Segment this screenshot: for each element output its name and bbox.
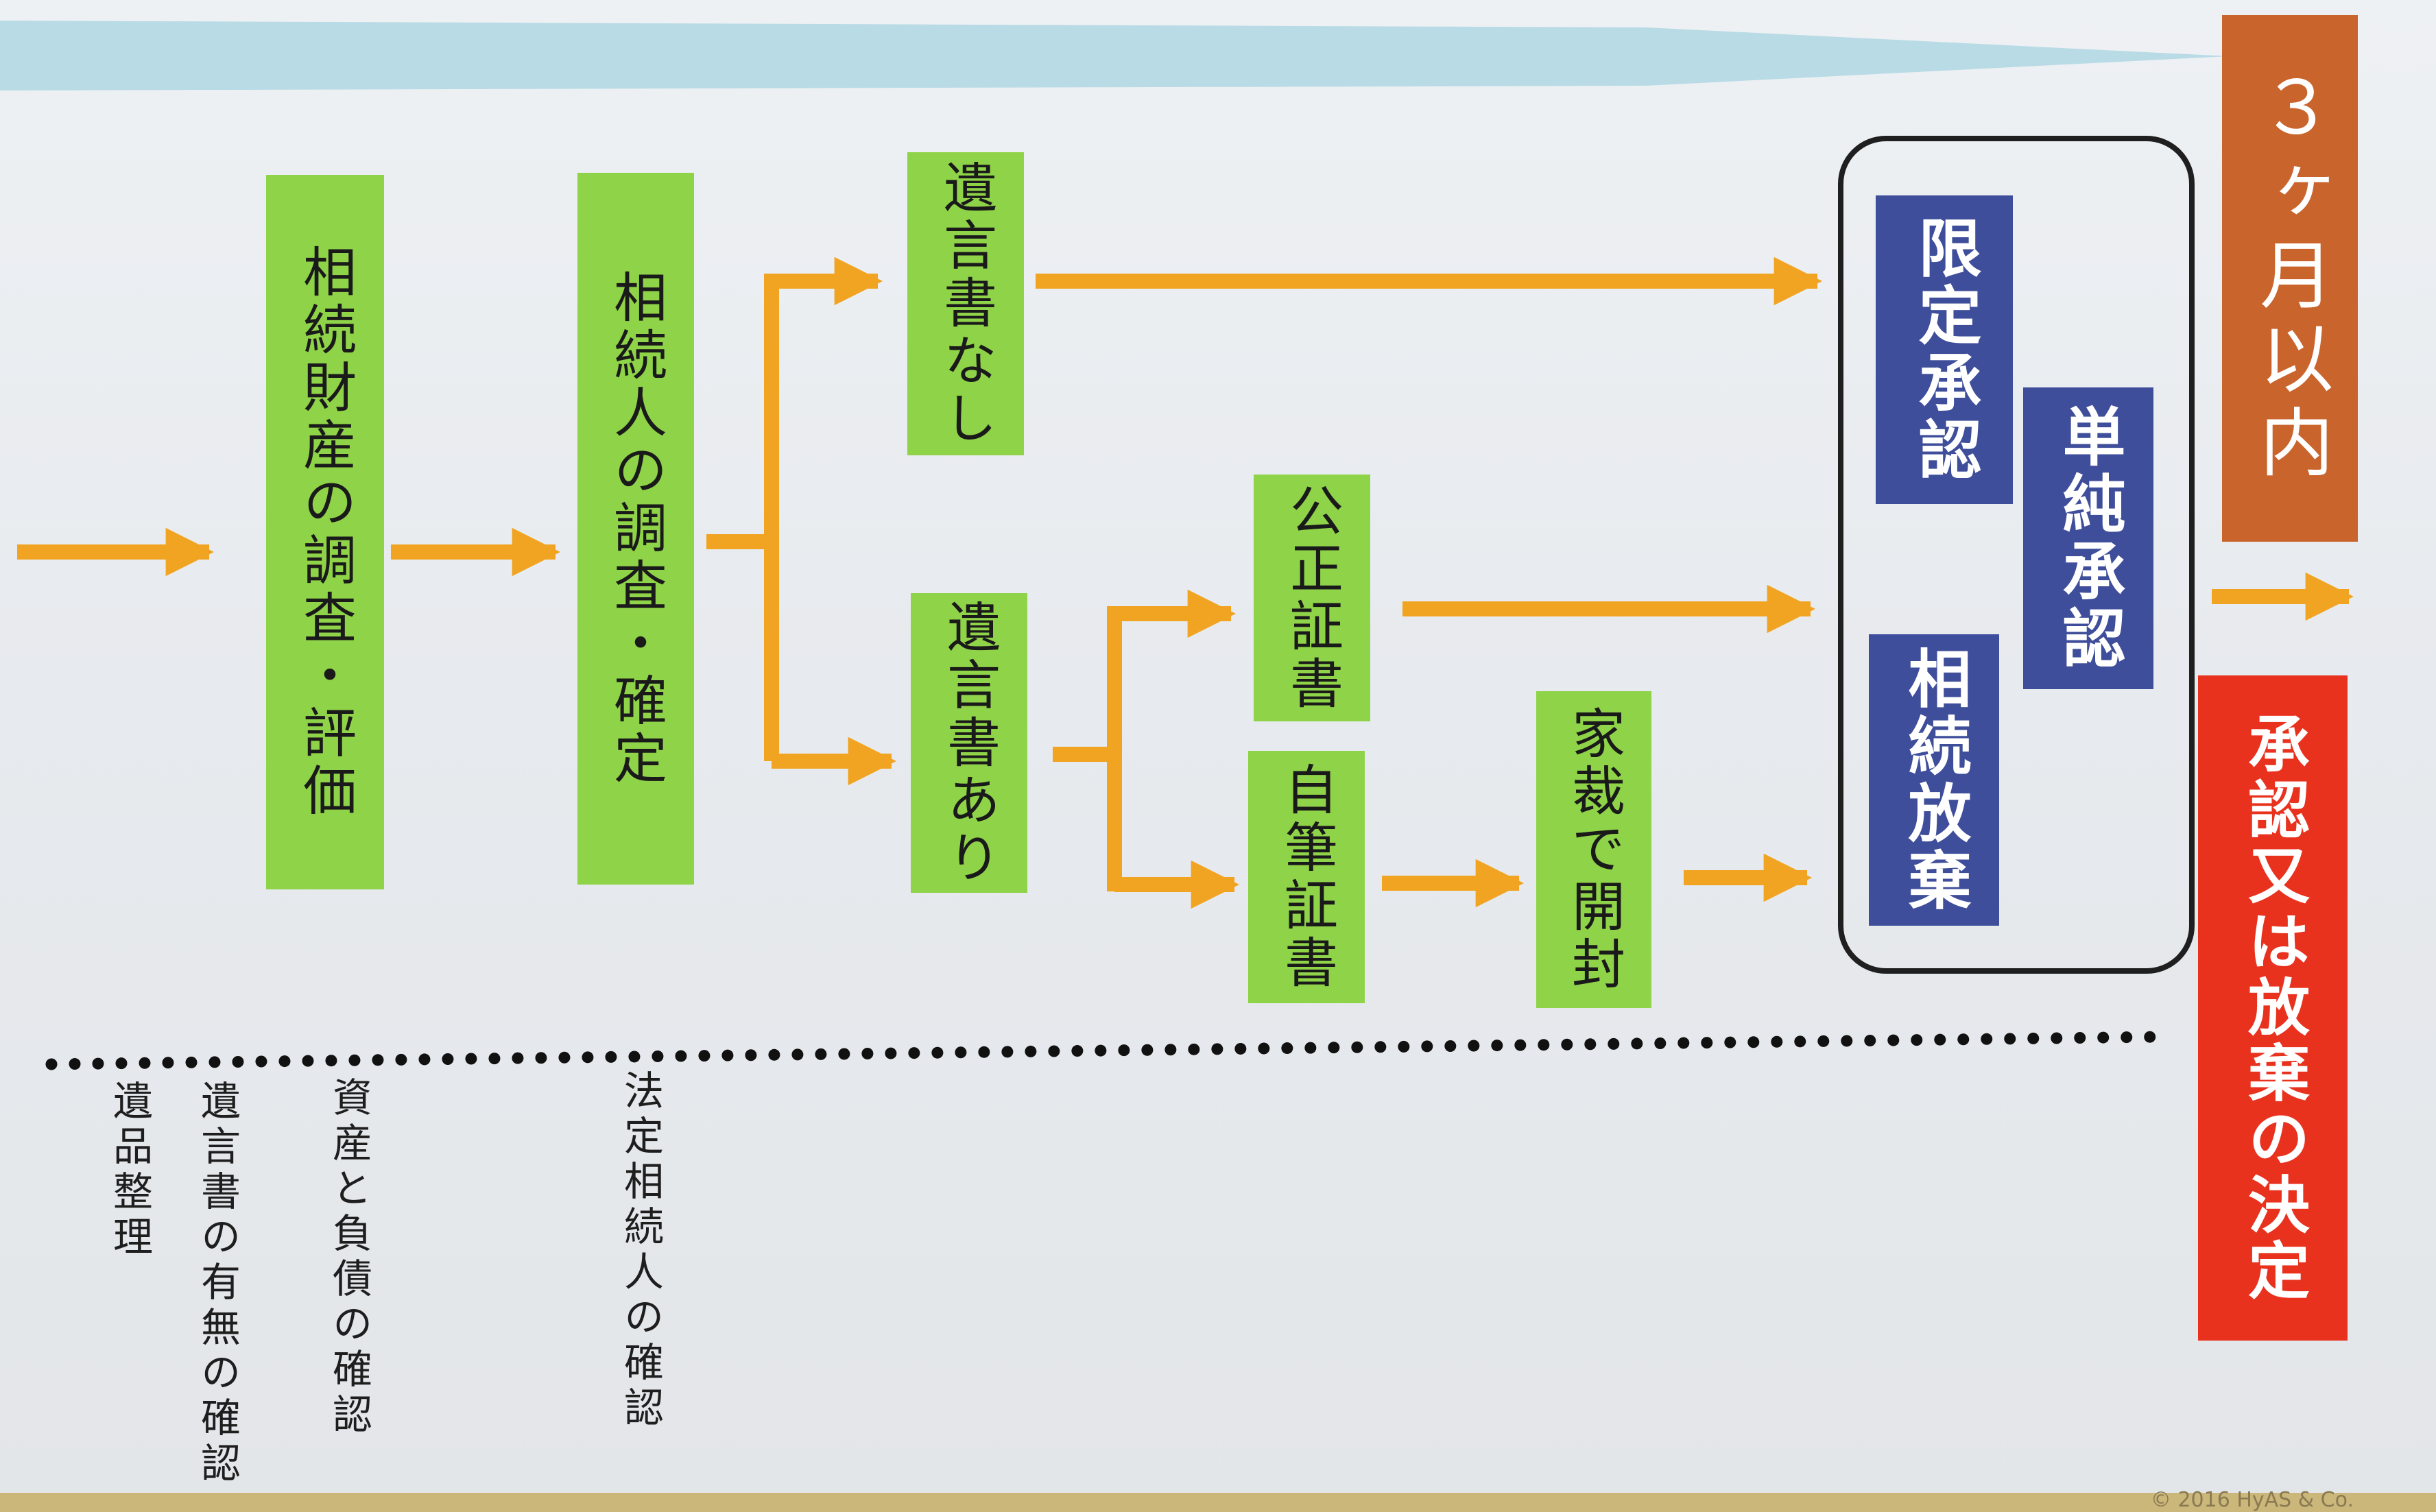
step-survey-estate: 相続財産の調査・評価 [266, 175, 384, 889]
note-check-legal-heirs-text: 法定相続人の確認 [617, 1070, 664, 1432]
step-court-opening: 家裁で開封 [1536, 691, 1651, 1008]
note-organize-belongings: 遺品整理 [106, 1080, 153, 1264]
option-limited-approval-label: 限定承認 [1908, 215, 1981, 484]
step-notarized-will-label: 公正証書 [1281, 483, 1343, 713]
step-handwritten-will-label: 自筆証書 [1276, 762, 1337, 992]
note-check-will-text: 遺言書の有無の確認 [194, 1080, 241, 1487]
option-renunciation-label: 相続放棄 [1898, 645, 1971, 915]
note-check-assets-debts-text: 資産と負債の確認 [326, 1077, 372, 1439]
option-simple-approval: 単純承認 [2023, 387, 2153, 689]
step-survey-estate-label: 相続財産の調査・評価 [294, 244, 356, 820]
arrow-to-no-will [764, 256, 883, 761]
option-simple-approval-label: 単純承認 [2052, 404, 2125, 673]
arrow-to-notarized [1107, 589, 1237, 891]
step-no-will-label: 遺言書なし [935, 160, 996, 448]
step-has-will: 遺言書あり [911, 593, 1027, 893]
note-check-legal-heirs: 法定相続人の確認 [617, 1070, 664, 1435]
deadline-label: ３ヶ月以内 [2222, 15, 2358, 542]
step-has-will-label: 遺言書あり [938, 599, 1000, 887]
copyright-text: © 2016 HyAS & Co. [2150, 1488, 2354, 1512]
step-confirm-heirs: 相続人の調査・確定 [577, 173, 694, 885]
option-renunciation: 相続放棄 [1869, 634, 1999, 926]
inheritance-options-frame [1838, 136, 2195, 974]
timeline-bar [0, 21, 2229, 91]
deadline-text: ３ヶ月以内 [2247, 69, 2333, 488]
note-check-will: 遺言書の有無の確認 [194, 1080, 241, 1490]
dotted-divider [45, 1031, 2166, 1070]
note-check-assets-debts: 資産と負債の確認 [326, 1077, 372, 1441]
step-handwritten-will: 自筆証書 [1248, 751, 1365, 1003]
decision-label: 承認又は放棄の決定 [2198, 675, 2348, 1341]
step-notarized-will: 公正証書 [1254, 475, 1370, 721]
decision-text: 承認又は放棄の決定 [2237, 712, 2309, 1304]
step-no-will: 遺言書なし [907, 152, 1024, 455]
footer-band [0, 1493, 2436, 1512]
option-limited-approval: 限定承認 [1876, 195, 2013, 504]
step-confirm-heirs-label: 相続人の調査・確定 [605, 269, 667, 788]
note-organize-belongings-text: 遺品整理 [106, 1080, 153, 1261]
step-court-opening-label: 家裁で開封 [1563, 706, 1625, 994]
